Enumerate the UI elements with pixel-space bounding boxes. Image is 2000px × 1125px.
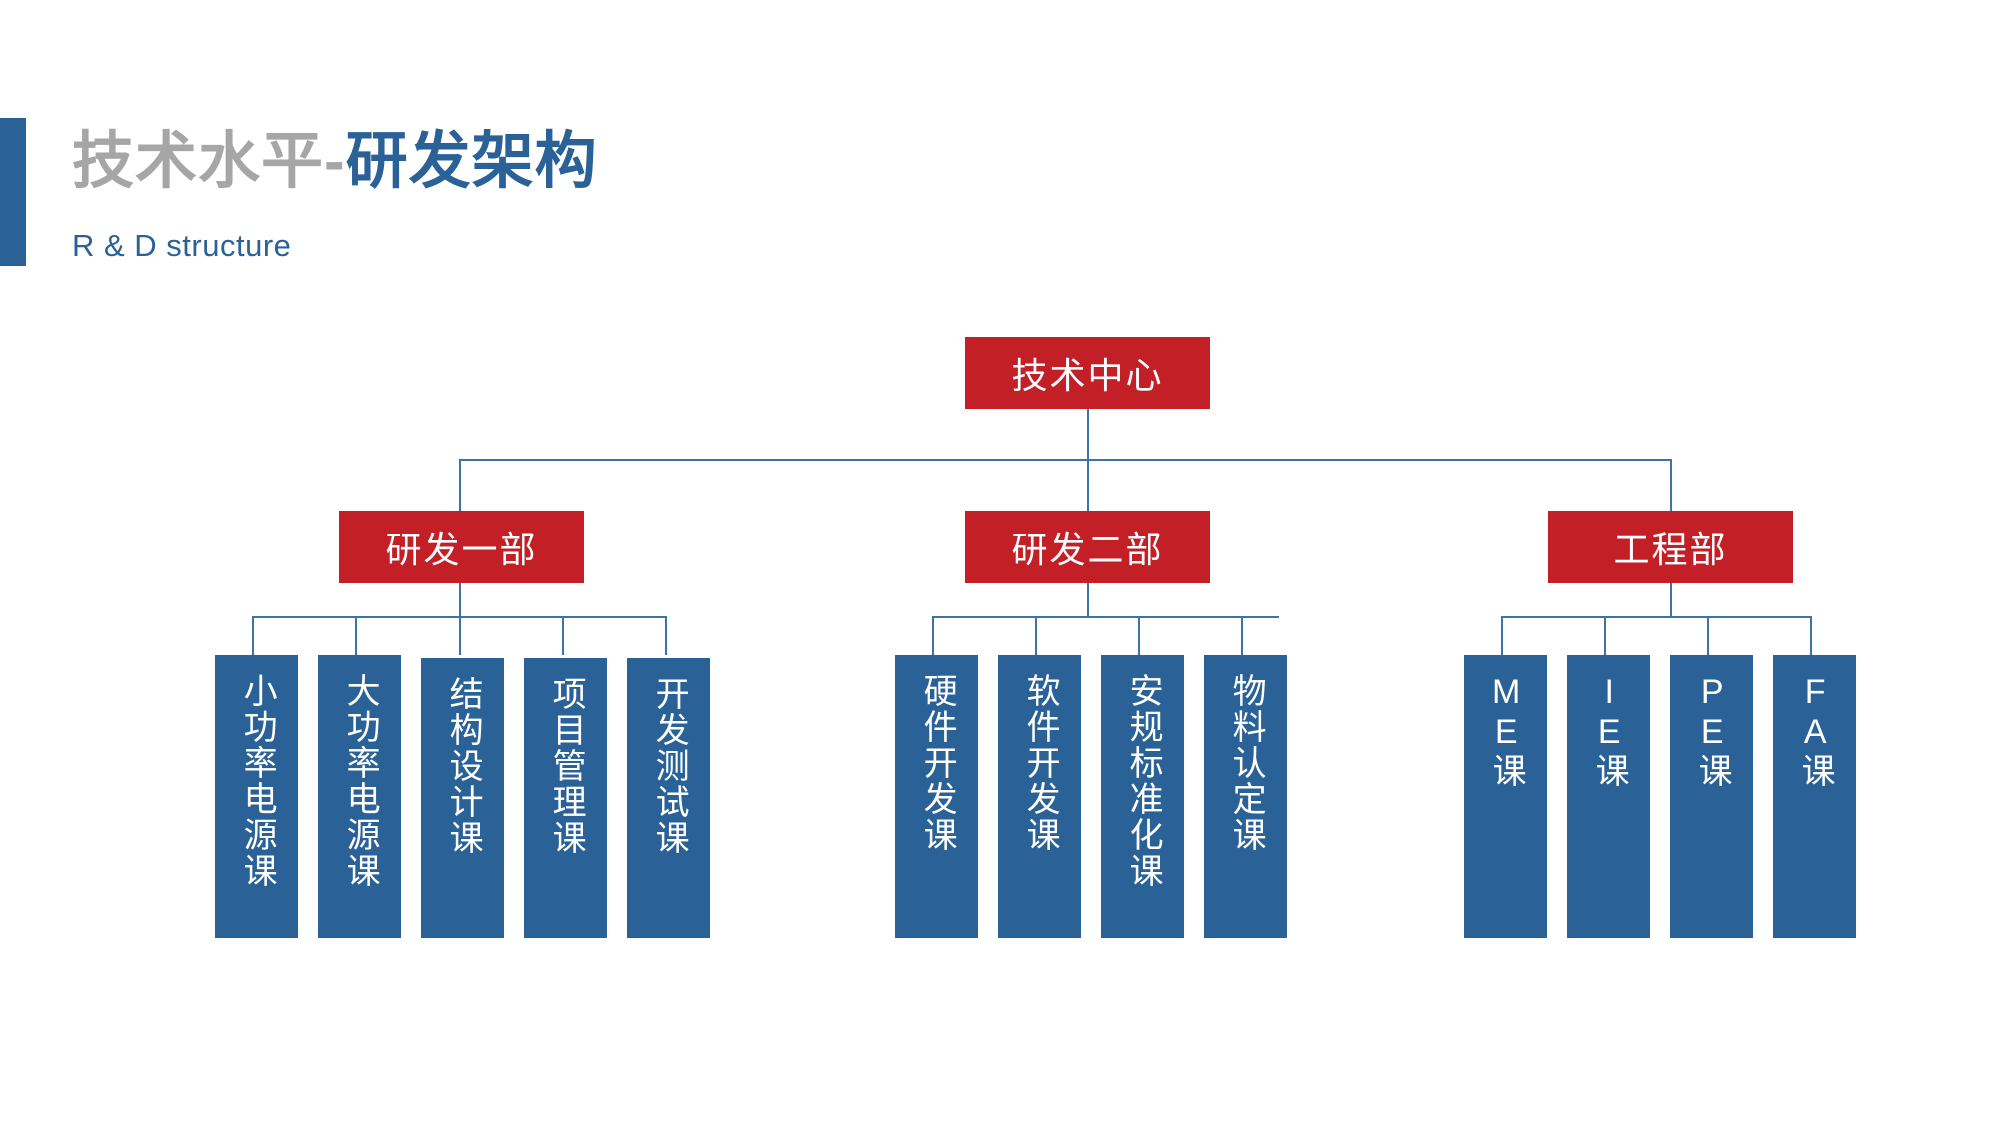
org-node-section-2-3-label: 安规标准化课: [1124, 673, 1163, 889]
org-node-section-3-3-label: PE课: [1693, 673, 1732, 789]
org-node-section-3-4-label: FA课: [1796, 673, 1835, 789]
org-node-section-1-5-label: 开发测试课: [650, 676, 689, 856]
page-title-highlight: 研发架构: [345, 127, 598, 196]
org-node-section-1-4[interactable]: 项目管理课: [524, 658, 607, 938]
connector-dept2-drop-4: [1241, 616, 1243, 655]
connector-dept1-drop-4: [562, 616, 564, 655]
org-node-section-1-3-label: 结构设计课: [444, 676, 483, 856]
org-node-root[interactable]: 技术中心: [965, 337, 1210, 409]
connector-level1-bus: [459, 459, 1672, 461]
org-node-section-1-1[interactable]: 小功率电源课: [215, 655, 298, 938]
page-subtitle: R & D structure: [72, 228, 292, 263]
connector-dept1-drop-2: [355, 616, 357, 655]
org-node-section-3-2[interactable]: IE课: [1567, 655, 1650, 938]
connector-dept2-stem: [1087, 583, 1089, 617]
org-node-section-3-2-label: IE课: [1590, 673, 1629, 789]
org-node-section-2-1-label: 硬件开发课: [918, 673, 957, 853]
page-title-prefix: 技术水平-: [72, 127, 346, 196]
page-title: 技术水平-研发架构: [72, 110, 598, 200]
org-node-dept-3[interactable]: 工程部: [1548, 511, 1793, 583]
connector-dept3-drop-2: [1604, 616, 1606, 655]
org-node-section-3-4[interactable]: FA课: [1773, 655, 1856, 938]
org-node-section-2-4-label: 物料认定课: [1227, 673, 1266, 853]
org-node-section-2-1[interactable]: 硬件开发课: [895, 655, 978, 938]
connector-drop-dept-2: [1087, 459, 1089, 511]
org-node-section-3-1[interactable]: ME课: [1464, 655, 1547, 938]
org-node-root-label: 技术中心: [1011, 355, 1164, 396]
org-node-section-2-2-label: 软件开发课: [1021, 673, 1060, 853]
connector-dept1-drop-5: [665, 616, 667, 655]
connector-dept2-drop-1: [932, 616, 934, 655]
connector-drop-dept-3: [1670, 459, 1672, 511]
org-node-dept-1[interactable]: 研发一部: [339, 511, 584, 583]
org-node-section-1-1-label: 小功率电源课: [238, 673, 277, 889]
org-node-dept-2[interactable]: 研发二部: [965, 511, 1210, 583]
connector-dept1-stem: [459, 583, 461, 617]
org-node-section-2-2[interactable]: 软件开发课: [998, 655, 1081, 938]
org-node-dept-1-label: 研发一部: [385, 529, 538, 570]
org-node-section-1-5[interactable]: 开发测试课: [627, 658, 710, 938]
org-node-section-1-2[interactable]: 大功率电源课: [318, 655, 401, 938]
connector-dept3-drop-3: [1707, 616, 1709, 655]
connector-dept2-drop-2: [1035, 616, 1037, 655]
connector-dept3-drop-4: [1810, 616, 1812, 655]
connector-root-stem: [1087, 409, 1089, 460]
org-node-section-1-3[interactable]: 结构设计课: [421, 658, 504, 938]
org-node-section-2-3[interactable]: 安规标准化课: [1101, 655, 1184, 938]
connector-dept3-stem: [1670, 583, 1672, 617]
org-node-dept-3-label: 工程部: [1613, 529, 1728, 570]
org-node-section-3-1-label: ME课: [1487, 673, 1526, 789]
connector-dept3-bus: [1501, 616, 1811, 618]
connector-dept1-drop-3: [459, 616, 461, 655]
org-node-section-1-2-label: 大功率电源课: [341, 673, 380, 889]
title-accent-bar: [0, 118, 26, 266]
org-node-section-1-4-label: 项目管理课: [547, 676, 586, 856]
org-node-section-3-3[interactable]: PE课: [1670, 655, 1753, 938]
connector-dept3-drop-1: [1501, 616, 1503, 655]
connector-dept1-drop-1: [252, 616, 254, 655]
org-node-dept-2-label: 研发二部: [1011, 529, 1164, 570]
connector-dept2-bus: [932, 616, 1279, 618]
connector-dept2-drop-3: [1138, 616, 1140, 655]
org-node-section-2-4[interactable]: 物料认定课: [1204, 655, 1287, 938]
connector-drop-dept-1: [459, 459, 461, 511]
